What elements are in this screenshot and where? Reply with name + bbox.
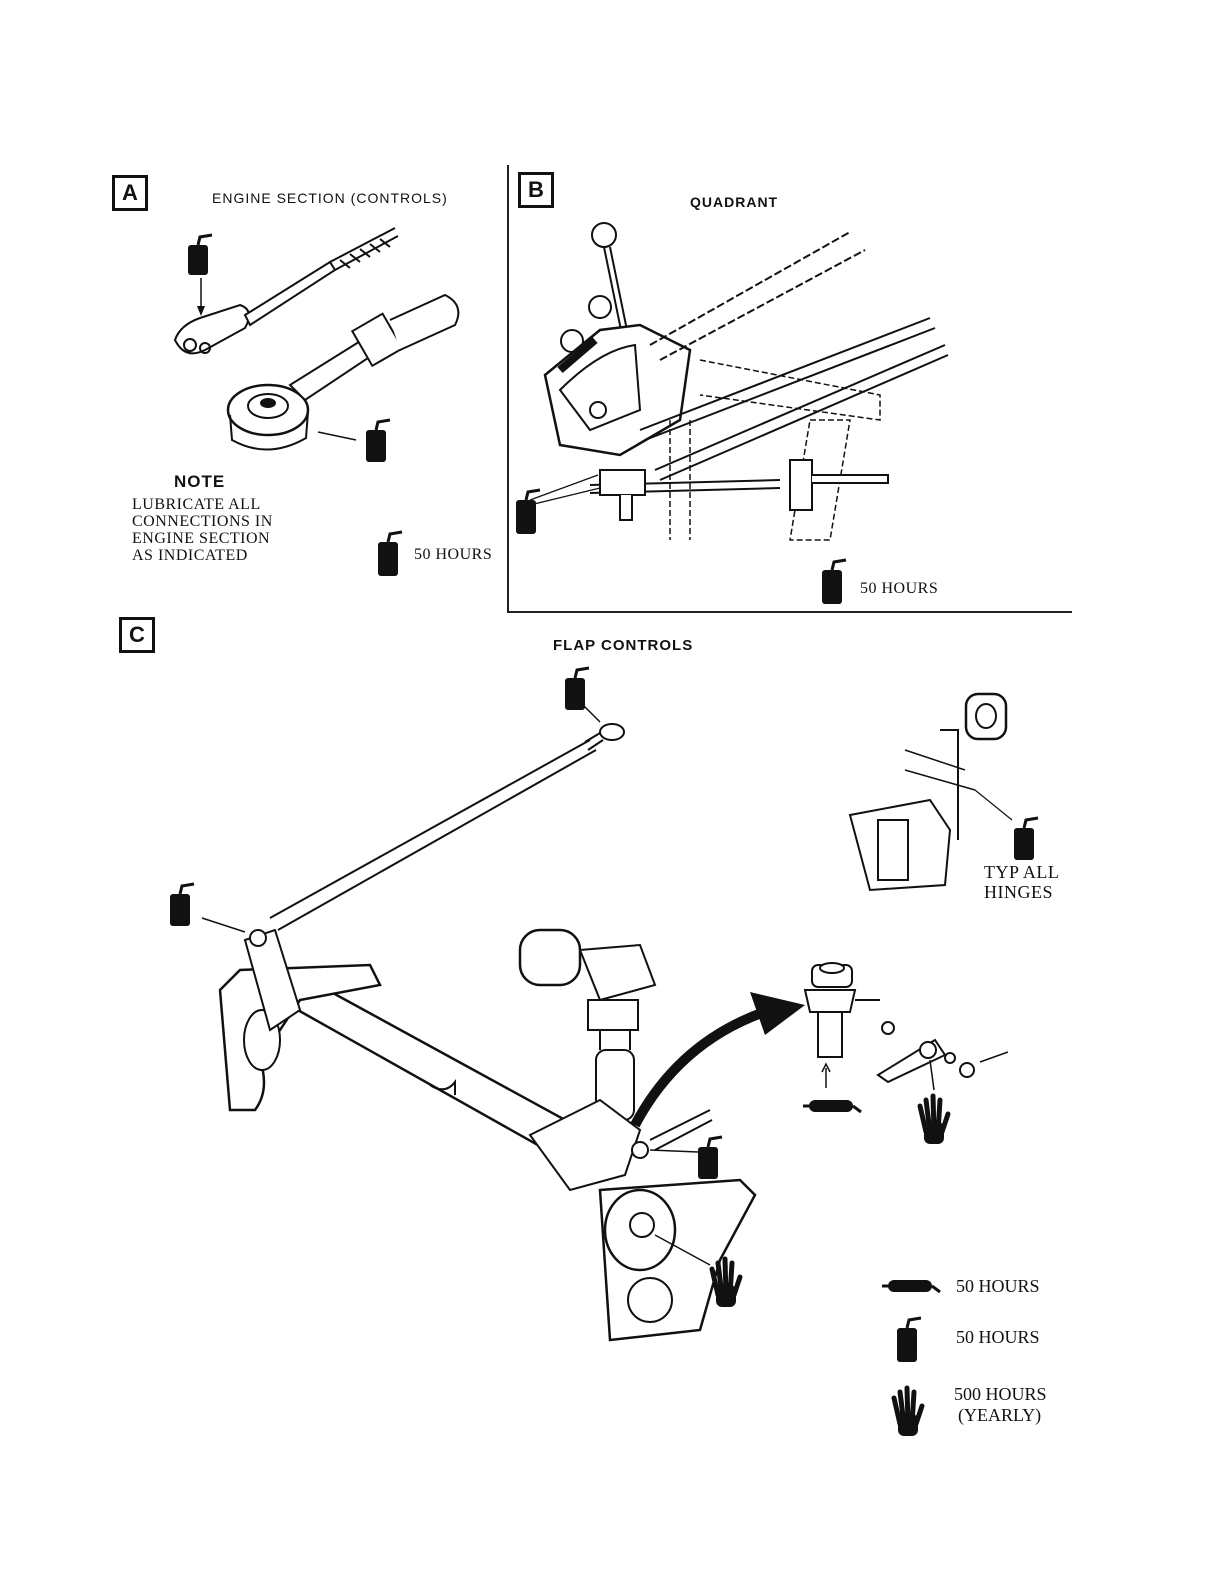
grease-gun-icon [882, 1280, 940, 1292]
legend-grease-gun-text: 50 HOURS [956, 1276, 1040, 1297]
hinge-note-line-1: TYP ALL [984, 862, 1059, 883]
oil-can-icon [170, 884, 194, 926]
oil-can-icon [698, 1137, 722, 1179]
hand-icon [920, 1096, 948, 1144]
hinge-note-line-2: HINGES [984, 882, 1053, 903]
oil-can-icon [897, 1318, 921, 1362]
legend-hand-text-line-2: (YEARLY) [958, 1405, 1041, 1426]
oil-can-icon [565, 668, 589, 710]
hand-icon [712, 1259, 740, 1307]
legend-hand-text-line-1: 500 HOURS [954, 1384, 1047, 1405]
hand-icon [894, 1388, 922, 1436]
oil-can-icon [1014, 818, 1038, 860]
legend-oil-can-text: 50 HOURS [956, 1327, 1040, 1348]
grease-gun-icon [803, 1100, 861, 1112]
